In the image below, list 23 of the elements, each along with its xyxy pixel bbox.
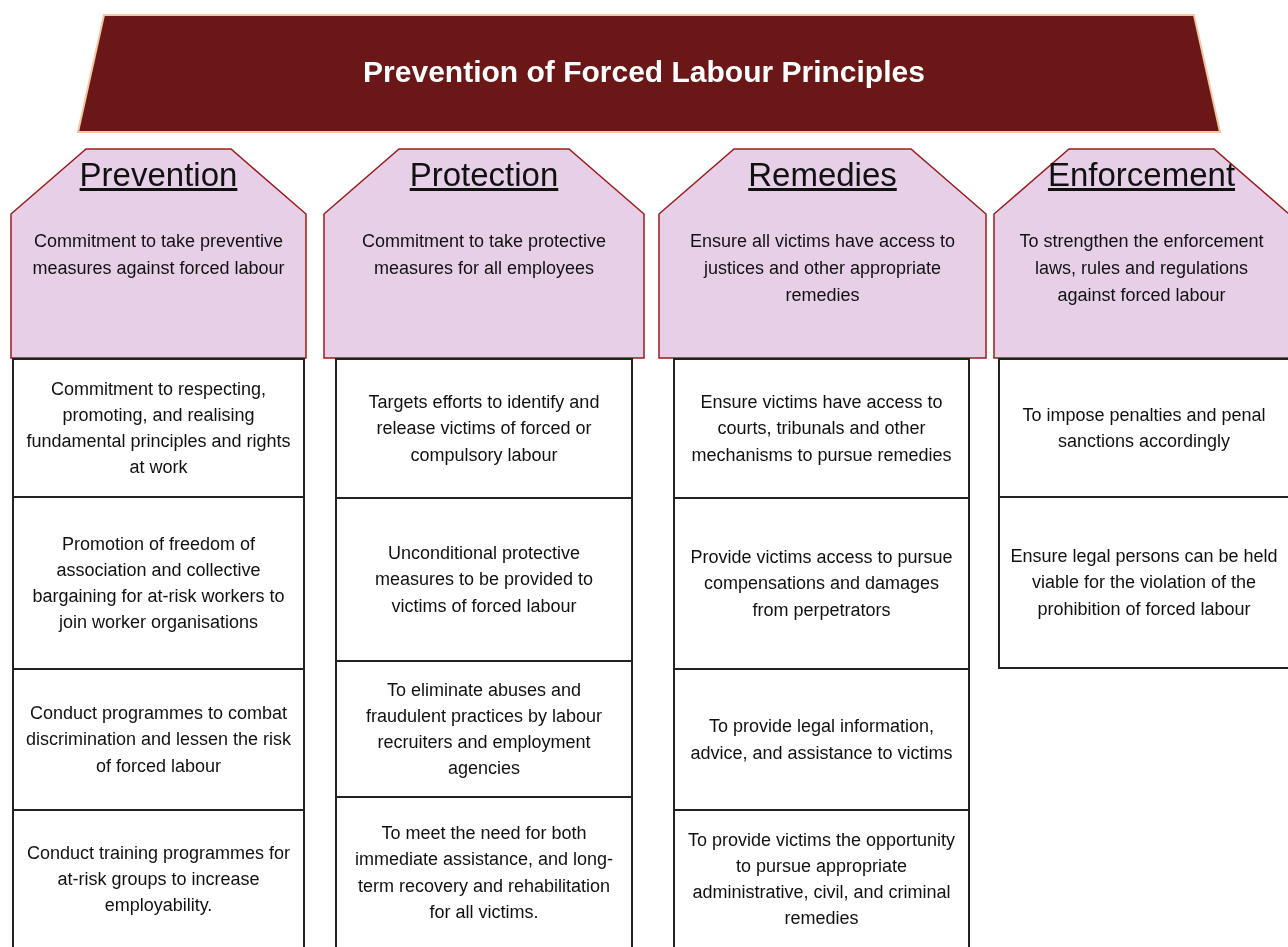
principle-cell: Provide victims access to pursue compensations and damages from perpetrators [673,497,970,670]
principle-cell: Ensure victims have access to courts, tribunals and other mechanisms to pursue remedies [673,358,970,499]
column-description: Commitment to take preventive measures against forced labour [31,230,286,280]
column-description: Ensure all victims have access to justices and other appropriate remedies [688,230,957,307]
column-heading: Enforcement [1046,156,1237,194]
principle-cell: Conduct programmes to combat discrimination and lessen the risk of forced labour [12,668,305,811]
column-heading: Prevention [78,156,239,194]
principle-cell: Promotion of freedom of association and collective bargaining for at-risk workers to join worker organisations [12,496,305,670]
principle-cell: Targets efforts to identify and release victims of forced or compulsory labour [335,358,633,499]
principle-cell: To meet the need for both immediate assistance, and long-term recovery and rehabilitation for all victims. [335,796,633,947]
principle-cell: To eliminate abuses and fraudulent practices by labour recruiters and employment agencies [335,660,633,798]
column-heading: Remedies [747,156,898,194]
column-description: To strengthen the enforcement laws, rules and regulations against forced labour [1018,230,1265,307]
banner-title: Prevention of Forced Labour Principles [362,55,926,89]
principle-cell: To provide legal information, advice, and assistance to victims [673,668,970,811]
column-heading: Protection [408,156,560,194]
principle-cell: Ensure legal persons can be held viable for the violation of the prohibition of forced labour [998,496,1288,669]
principle-cell: To provide victims the opportunity to pursue appropriate administrative, civil, and criminal remedies [673,809,970,947]
column-description: Commitment to take protective measures for all employees [360,230,608,280]
principle-cell: Commitment to respecting, promoting, and realising fundamental principles and rights at work [12,358,305,498]
principle-cell: To impose penalties and penal sanctions accordingly [998,358,1288,498]
principle-cell: Conduct training programmes for at-risk groups to increase employability. [12,809,305,947]
principle-cell: Unconditional protective measures to be provided to victims of forced labour [335,497,633,662]
